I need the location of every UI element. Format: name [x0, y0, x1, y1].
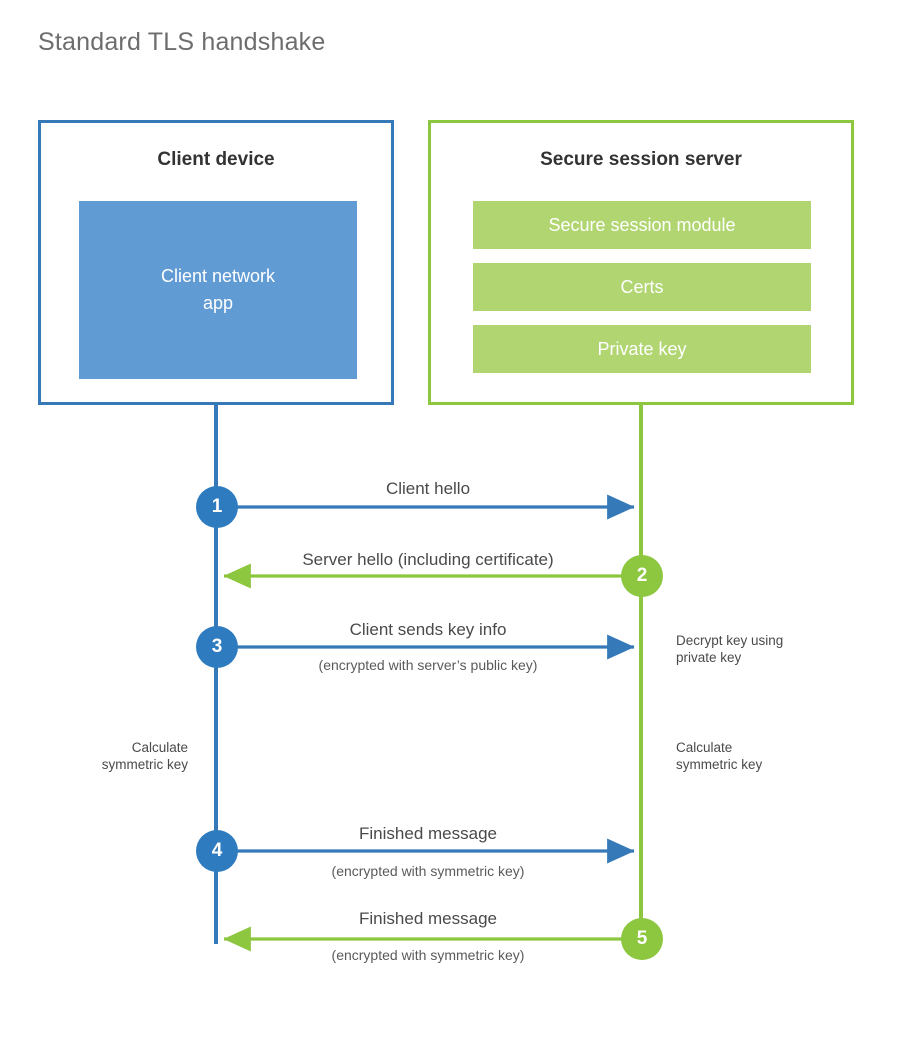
page-title: Standard TLS handshake [38, 28, 326, 56]
step-marker-5[interactable]: 5 [621, 918, 663, 960]
message-label-1: Client hello [385, 479, 471, 498]
message-label-4: Finished message [359, 824, 497, 843]
server-block-certs: Certs [473, 263, 811, 311]
step-marker-1[interactable]: 1 [196, 486, 238, 528]
server-block-secure-session-module: Secure session module [473, 201, 811, 249]
message-label-3: Client sends key info [349, 620, 507, 639]
secure-session-server-box: Secure session server Secure session mod… [428, 120, 854, 405]
message-label-5: Finished message [359, 909, 497, 928]
server-block-private-key: Private key [473, 325, 811, 373]
annotation-decrypt-key: Decrypt key using private key [676, 633, 784, 665]
step-marker-4[interactable]: 4 [196, 830, 238, 872]
client-lifeline [214, 403, 218, 944]
client-device-box: Client device Client network app [38, 120, 394, 405]
annotation-calculate-symmetric-key-server: Calculate symmetric key [676, 740, 763, 772]
message-sublabel-4: (encrypted with symmetric key) [331, 863, 525, 879]
step-marker-3[interactable]: 3 [196, 626, 238, 668]
client-device-title: Client device [157, 149, 275, 170]
annotation-calculate-symmetric-key-client: Calculate symmetric key [101, 740, 188, 772]
step-marker-2[interactable]: 2 [621, 555, 663, 597]
message-sublabel-3: (encrypted with server’s public key) [318, 657, 538, 673]
secure-session-server-title: Secure session server [540, 149, 742, 170]
message-label-2: Server hello (including certificate) [302, 550, 554, 569]
client-network-app-block: Client network app [79, 201, 357, 379]
server-lifeline [639, 403, 643, 939]
message-sublabel-5: (encrypted with symmetric key) [331, 947, 525, 963]
